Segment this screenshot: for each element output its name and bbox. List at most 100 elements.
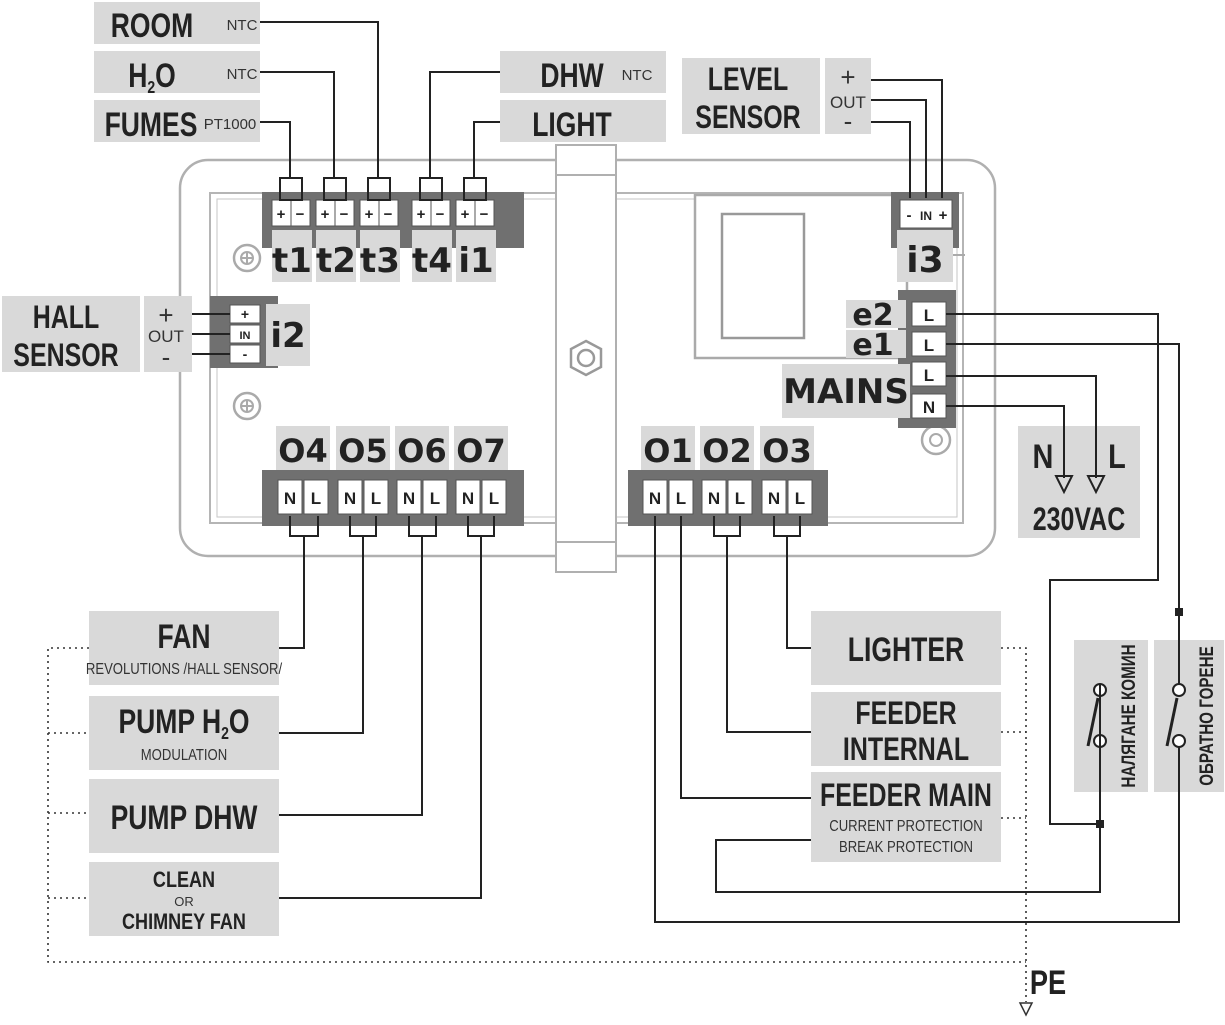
terminal-label-t2: t2: [316, 241, 356, 281]
output-label-box-O4: [276, 426, 330, 470]
output-label-O5: O5: [338, 432, 387, 470]
chimney-thermostat-box: [1074, 640, 1148, 792]
terminal-label-box-t1: [272, 230, 312, 282]
clean-box: [89, 862, 279, 936]
i3-pin-0: -: [907, 207, 912, 224]
output-l-O6: L: [430, 489, 440, 508]
e2-label-box: [846, 300, 906, 328]
output-l-O2: L: [735, 489, 745, 508]
output-label-O1: O1: [643, 432, 692, 470]
hall-sensor-box: [2, 296, 140, 372]
pump-dhw-box: [89, 779, 279, 853]
i3-label: i3: [906, 240, 943, 281]
i2-label: i2: [270, 316, 305, 356]
hall-sensor-pins-box: [144, 296, 192, 372]
pe-label: PE: [1030, 963, 1066, 1002]
fan-name: FAN: [157, 618, 210, 656]
pump-h2o-name: PUMP H2O: [118, 703, 249, 744]
supply-box: [1018, 426, 1140, 538]
i2-pin-0: +: [241, 306, 249, 322]
lighter-box: [811, 611, 1001, 685]
feeder-main-box: [811, 772, 1001, 862]
screw-icon-2: [232, 391, 262, 421]
pump-h2o-box: [89, 696, 279, 770]
power-wires: [946, 313, 1183, 828]
output-label-O6: O6: [397, 432, 446, 470]
output-n-O5: N: [344, 489, 356, 508]
i2-label-box: [266, 304, 310, 366]
output-n-O6: N: [403, 489, 415, 508]
e2-label: e2: [852, 298, 893, 333]
terminal-plus-t1: +: [277, 206, 286, 223]
output-label-O4: O4: [278, 432, 327, 470]
room-name: ROOM: [111, 7, 193, 45]
terminal-label-i1: i1: [458, 241, 493, 281]
feeder-main-name: FEEDER MAIN: [820, 778, 992, 814]
output-l-O7: L: [489, 489, 499, 508]
output-label-box-O1: [641, 426, 695, 470]
terminal-label-box-i1: [456, 230, 496, 282]
mains-pin-l: L: [924, 366, 934, 385]
h2o-box: [94, 51, 260, 93]
pe-wires: [47, 647, 1034, 1017]
room-type: NTC: [227, 17, 258, 34]
feeder-internal-name1: FEEDER: [855, 696, 956, 732]
i3-pin-2: +: [939, 207, 948, 224]
feeder-main-note1: CURRENT PROTECTION: [829, 818, 983, 835]
mains-pin-n: N: [923, 398, 935, 417]
hall-sensor-minus: -: [162, 342, 171, 372]
output-wires: [279, 516, 1180, 923]
terminal-minus-t2: −: [340, 206, 349, 223]
terminal-label-t1: t1: [272, 241, 312, 281]
lighter-name: LIGHTER: [848, 631, 964, 669]
hall-sensor-name2: SENSOR: [13, 338, 119, 374]
backfire-thermostat-box: [1154, 640, 1224, 792]
output-label-box-O3: [760, 426, 814, 470]
sensor-wires: [192, 21, 943, 355]
terminal-label-t4: t4: [412, 241, 452, 281]
level-sensor-minus: -: [844, 106, 853, 136]
mains-label-box: [782, 364, 910, 418]
terminal-plus-i1: +: [461, 206, 470, 223]
output-label-O3: O3: [762, 432, 811, 470]
level-sensor-pins-box: [825, 58, 871, 134]
fumes-name: FUMES: [105, 106, 198, 144]
e1-label: e1: [852, 328, 893, 363]
feeder-internal-box: [811, 692, 1001, 766]
feeder-internal-name2: INTERNAL: [843, 732, 969, 768]
level-sensor-box: [682, 58, 820, 134]
output-l-O5: L: [371, 489, 381, 508]
dhw-type: NTC: [622, 67, 653, 84]
level-sensor-out: OUT: [830, 93, 866, 112]
pump-h2o-note: MODULATION: [141, 747, 227, 764]
supply-voltage: 230VAC: [1033, 502, 1125, 538]
chimney-thermostat-label: НАЛЯГАНЕ КОМИН: [1117, 644, 1139, 787]
light-name: LIGHT: [532, 106, 612, 144]
output-label-O2: O2: [702, 432, 751, 470]
output-label-box-O7: [454, 426, 508, 470]
dhw-name: DHW: [540, 57, 604, 95]
terminal-label-box-t4: [412, 230, 452, 282]
fan-note: REVOLUTIONS /HALL SENSOR/: [86, 661, 283, 678]
light-box: [500, 100, 666, 142]
output-label-box-O5: [336, 426, 390, 470]
hall-sensor-out: OUT: [148, 327, 184, 346]
output-l-O3: L: [795, 489, 805, 508]
display-screen: [720, 212, 806, 340]
output-n-O3: N: [768, 489, 780, 508]
i2-pin-1: IN: [240, 330, 251, 342]
e2-pin: L: [924, 306, 934, 325]
backfire-switch-icon: [1165, 683, 1186, 748]
terminal-label-box-t3: [360, 230, 400, 282]
clean-or: OR: [174, 894, 194, 909]
screw-icon-1: [232, 243, 262, 273]
terminal-minus-i1: −: [480, 206, 489, 223]
mains-label: MAINS: [783, 372, 909, 412]
level-sensor-name2: SENSOR: [695, 100, 801, 136]
output-label-O7: O7: [456, 432, 505, 470]
h2o-type: NTC: [227, 66, 258, 83]
i2-pin-2: -: [243, 346, 248, 362]
output-l-O1: L: [676, 489, 686, 508]
level-sensor-name1: LEVEL: [708, 62, 788, 98]
